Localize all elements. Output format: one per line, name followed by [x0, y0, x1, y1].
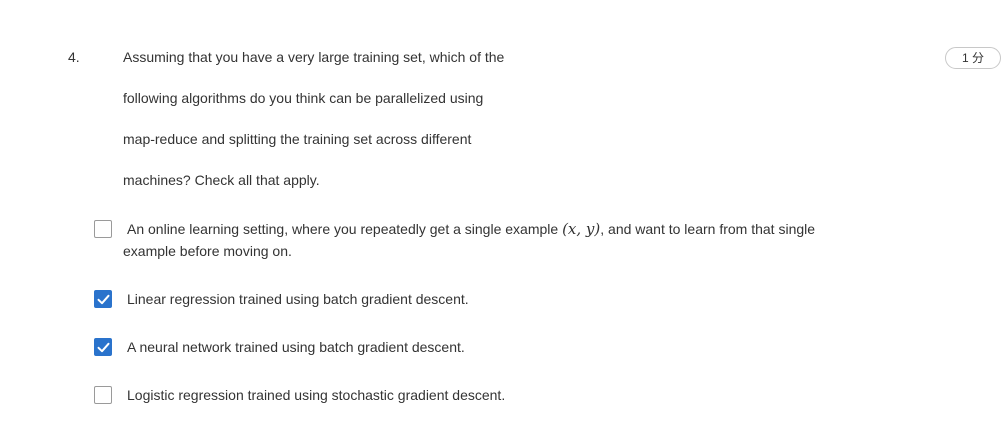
option-label: Linear regression trained using batch gr…: [127, 291, 469, 307]
question-line: following algorithms do you think can be…: [123, 90, 484, 106]
question-line: machines? Check all that apply.: [123, 172, 320, 188]
option-checkbox[interactable]: [94, 386, 112, 404]
option-checkbox[interactable]: [94, 220, 112, 238]
option-label: An online learning setting, where you re…: [127, 220, 815, 238]
option-text-after: , and want to learn from that single: [600, 221, 816, 237]
question-prompt: Assuming that you have a very large trai…: [123, 48, 543, 212]
math-expression: (x, y): [562, 220, 601, 238]
points-badge: 1 分: [945, 47, 1001, 69]
option-label: Logistic regression trained using stocha…: [127, 387, 506, 403]
option-checkbox[interactable]: [94, 338, 112, 356]
question-line: Assuming that you have a very large trai…: [123, 49, 505, 65]
option-label: A neural network trained using batch gra…: [127, 339, 465, 355]
option-text-before: An online learning setting, where you re…: [127, 221, 563, 237]
question-line: map-reduce and splitting the training se…: [123, 131, 472, 147]
check-icon: [97, 294, 110, 305]
option-checkbox[interactable]: [94, 290, 112, 308]
question-number: 4.: [68, 49, 80, 65]
check-icon: [97, 342, 110, 353]
option-label-continued: example before moving on.: [123, 243, 292, 259]
